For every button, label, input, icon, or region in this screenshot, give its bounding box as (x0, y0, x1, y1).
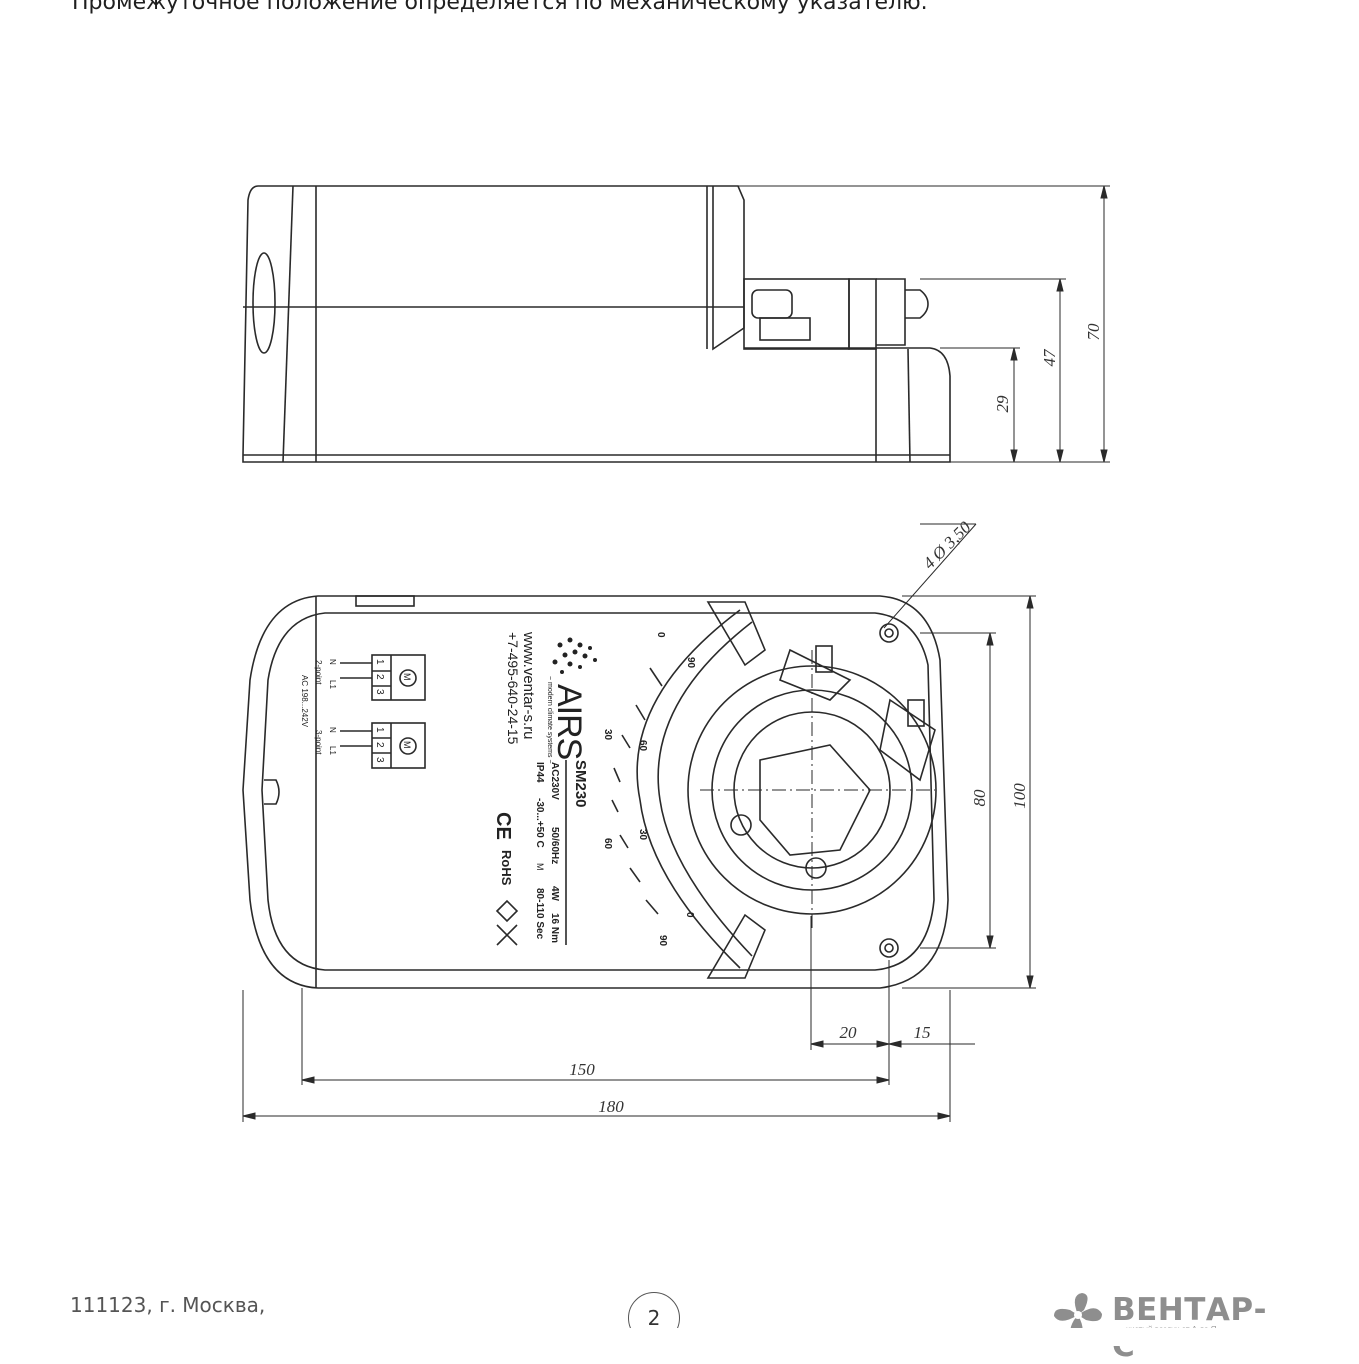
spec-torque: 16 Nm (549, 913, 560, 943)
scale-30-left: 30 (602, 729, 613, 741)
scale-90-bottom: 90 (657, 935, 668, 947)
label-website: www.ventar-s.ru (520, 631, 537, 740)
dim-100: 100 (1010, 783, 1029, 809)
top-view (242, 595, 949, 989)
address-line-1: 111123, г. Москва, (70, 1293, 266, 1317)
spec-freq: 50/60Hz (549, 827, 560, 864)
spec-temp: -30...+50 C (534, 798, 545, 848)
scale-0-bottom: 0 (684, 912, 695, 918)
wiring-l1-b: L1 (328, 746, 337, 755)
terminal-2b: 2 (374, 742, 385, 748)
ce-mark: CE (492, 812, 514, 840)
terminal-1a: 1 (374, 659, 385, 665)
spec-power: 4W (549, 886, 560, 902)
scale-60-right: 60 (637, 740, 648, 752)
dim-80: 80 (970, 789, 989, 807)
terminal-1b: 1 (374, 727, 385, 733)
motor-symbol-b: M (402, 741, 412, 749)
scale-90-top: 90 (685, 657, 696, 669)
product-label: AIRS ~ modern climate systems ~ www.vent… (300, 631, 696, 947)
spec-ip: IP44 (534, 762, 545, 783)
dim-29: 29 (993, 395, 1012, 413)
brand-logo: AIRS (550, 684, 588, 760)
wiring-2point: 2-point (314, 660, 323, 685)
brand-tagline: ~ modern climate systems ~ (546, 676, 553, 764)
motor-symbol-a: M (402, 673, 412, 681)
wiring-3point: 3-point (314, 730, 323, 755)
motor-symbol-spec: M (535, 863, 545, 871)
dim-hole-spec: 4 Ø 3,50 (919, 517, 975, 573)
terminal-3b: 3 (374, 757, 385, 763)
dim-20: 20 (840, 1023, 858, 1042)
dim-15: 15 (914, 1023, 931, 1042)
terminal-2a: 2 (374, 674, 385, 680)
dim-180: 180 (598, 1097, 624, 1116)
page-bottom-edge (0, 1328, 1359, 1346)
label-model: SM230 (572, 760, 589, 808)
label-phone: +7-495-640-24-15 (505, 632, 521, 745)
scale-60-left: 60 (602, 838, 613, 850)
dim-70: 70 (1084, 323, 1103, 341)
terminal-3a: 3 (374, 689, 385, 695)
dim-150: 150 (569, 1060, 595, 1079)
spec-voltage: AC230V (549, 762, 560, 800)
scale-0-top: 0 (655, 632, 666, 638)
wiring-l1-a: L1 (328, 680, 337, 689)
wiring-ac: AC 198...242V (300, 675, 309, 728)
side-dimensions (738, 185, 1110, 463)
scale-30-right: 30 (637, 829, 648, 841)
dim-47: 47 (1040, 348, 1059, 367)
side-view (242, 185, 951, 463)
top-dimensions (242, 523, 1036, 1122)
spec-time: 80-110 Sec (534, 888, 545, 940)
intro-text: Промежуточное положение определяется по … (72, 0, 928, 15)
wiring-n-a: N (328, 659, 337, 665)
wiring-n-b: N (328, 727, 337, 733)
rohs-mark: RoHS (499, 850, 514, 886)
